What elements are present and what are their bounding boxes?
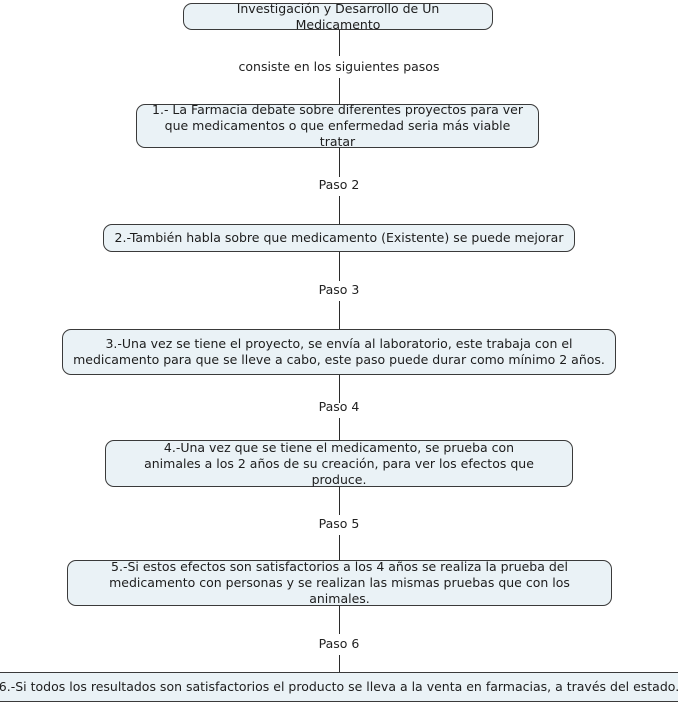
connector-step1-to-step2-lower (339, 196, 340, 224)
node-step-6[interactable]: 6.-Si todos los resultados son satisfact… (0, 672, 678, 702)
node-step-5-label: 5.-Si estos efectos son satisfactorios a… (109, 559, 570, 606)
node-step-4-label: 4.-Una vez que se tiene el medicamento, … (144, 439, 534, 487)
node-step-2[interactable]: 2.-También habla sobre que medicamento (… (103, 224, 575, 252)
edge-label-paso-6: Paso 6 (318, 636, 360, 651)
connector-step5-to-step6-lower (339, 655, 340, 673)
connector-step3-to-step4-upper (339, 375, 340, 403)
edge-label-paso-2: Paso 2 (318, 177, 360, 192)
connector-step1-to-step2-upper (339, 148, 340, 177)
connector-step5-to-step6-upper (339, 606, 340, 634)
edge-label-paso-5: Paso 5 (318, 516, 360, 531)
connector-title-to-step1-upper (339, 30, 340, 56)
connector-step4-to-step5-lower (339, 535, 340, 562)
connector-title-to-step1-lower (339, 78, 340, 104)
connector-step4-to-step5-upper (339, 487, 340, 515)
node-step-6-label: 6.-Si todos los resultados son satisfact… (0, 679, 678, 694)
node-title[interactable]: Investigación y Desarrollo de Un Medicam… (183, 0, 493, 32)
connector-step3-to-step4-lower (339, 418, 340, 445)
node-step-1[interactable]: 1.- La Farmacia debate sobre diferentes … (136, 102, 539, 149)
node-step-3[interactable]: 3.-Una vez se tiene el proyecto, se enví… (62, 329, 616, 375)
connector-step2-to-step3-lower (339, 301, 340, 329)
connector-step2-to-step3-upper (339, 252, 340, 281)
edge-label-paso-4: Paso 4 (318, 399, 360, 414)
node-step-5[interactable]: 5.-Si estos efectos son satisfactorios a… (67, 559, 612, 606)
node-title-label: Investigación y Desarrollo de Un Medicam… (236, 0, 440, 32)
node-step-1-label: 1.- La Farmacia debate sobre diferentes … (152, 102, 523, 149)
node-step-3-label: 3.-Una vez se tiene el proyecto, se enví… (73, 336, 605, 367)
node-step-4[interactable]: 4.-Una vez que se tiene el medicamento, … (105, 440, 573, 487)
node-step-2-label: 2.-También habla sobre que medicamento (… (114, 230, 564, 245)
edge-label-consiste: consiste en los siguientes pasos (238, 59, 440, 74)
edge-label-paso-3: Paso 3 (318, 282, 360, 297)
